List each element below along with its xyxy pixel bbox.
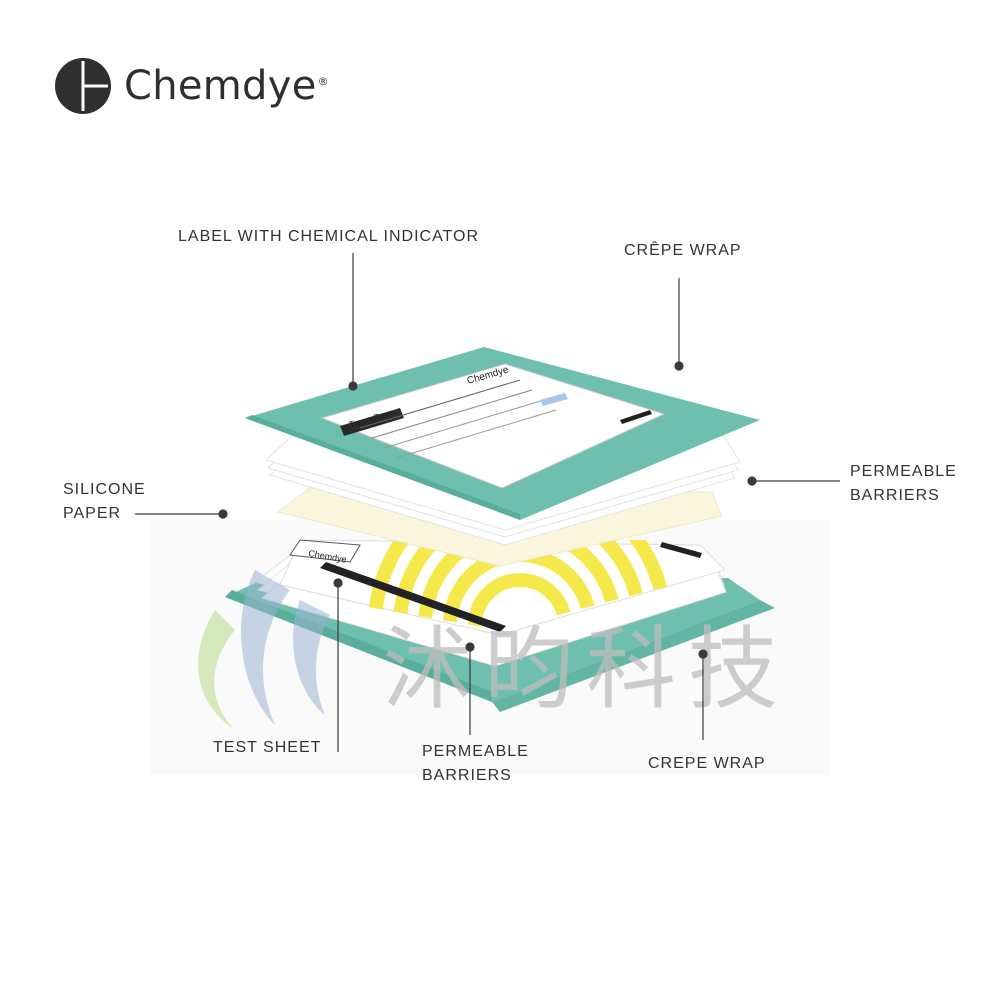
brand-logo: Chemdye® <box>54 56 329 116</box>
callout-crepe-wrap-top: CRÊPE WRAP <box>624 239 742 263</box>
leader-dot-test-sheet <box>333 578 343 588</box>
callout-crepe-wrap-bottom-text: CREPE WRAP <box>648 755 766 772</box>
leader-dot-silicone <box>218 509 228 519</box>
callout-silicone-paper-line2: PAPER <box>63 505 122 522</box>
callout-permeable-barriers-bottom: PERMEABLE BARRIERS <box>422 740 529 788</box>
callout-crepe-wrap-bottom: CREPE WRAP <box>648 752 766 776</box>
leader-lines <box>135 253 840 752</box>
chemdye-logo-icon <box>55 58 111 114</box>
registered-mark: ® <box>317 74 329 88</box>
callout-silicone-paper: SILICONE PAPER <box>63 478 146 526</box>
watermark-droplet-icon <box>198 570 330 730</box>
leader-dot-crepe-bottom <box>698 649 708 659</box>
brand-name: Chemdye® <box>124 63 329 109</box>
leader-dot-label-indicator <box>348 381 358 391</box>
callout-label-with-indicator-text: LABEL WITH CHEMICAL INDICATOR <box>178 228 480 245</box>
callout-crepe-wrap-top-text: CRÊPE WRAP <box>624 242 742 259</box>
leader-dot-crepe-top <box>674 361 684 371</box>
callout-permeable-barriers-bottom-line1: PERMEABLE <box>422 743 529 760</box>
callout-permeable-barriers-bottom-line2: BARRIERS <box>422 767 512 784</box>
callout-permeable-barriers-right-line2: BARRIERS <box>850 487 940 504</box>
callout-test-sheet: TEST SHEET <box>213 736 321 760</box>
leader-dot-barriers-bottom <box>465 642 475 652</box>
brand-name-text: Chemdye <box>124 63 317 109</box>
watermark-text: 沭昀科技 <box>382 617 790 722</box>
callout-test-sheet-text: TEST SHEET <box>213 739 322 756</box>
callout-silicone-paper-line1: SILICONE <box>63 481 146 498</box>
callout-permeable-barriers-right-line1: PERMEABLE <box>850 463 957 480</box>
callout-label-with-indicator: LABEL WITH CHEMICAL INDICATOR <box>178 225 479 249</box>
leader-dot-barriers-right <box>747 476 757 486</box>
callout-permeable-barriers-right: PERMEABLE BARRIERS <box>850 460 957 508</box>
